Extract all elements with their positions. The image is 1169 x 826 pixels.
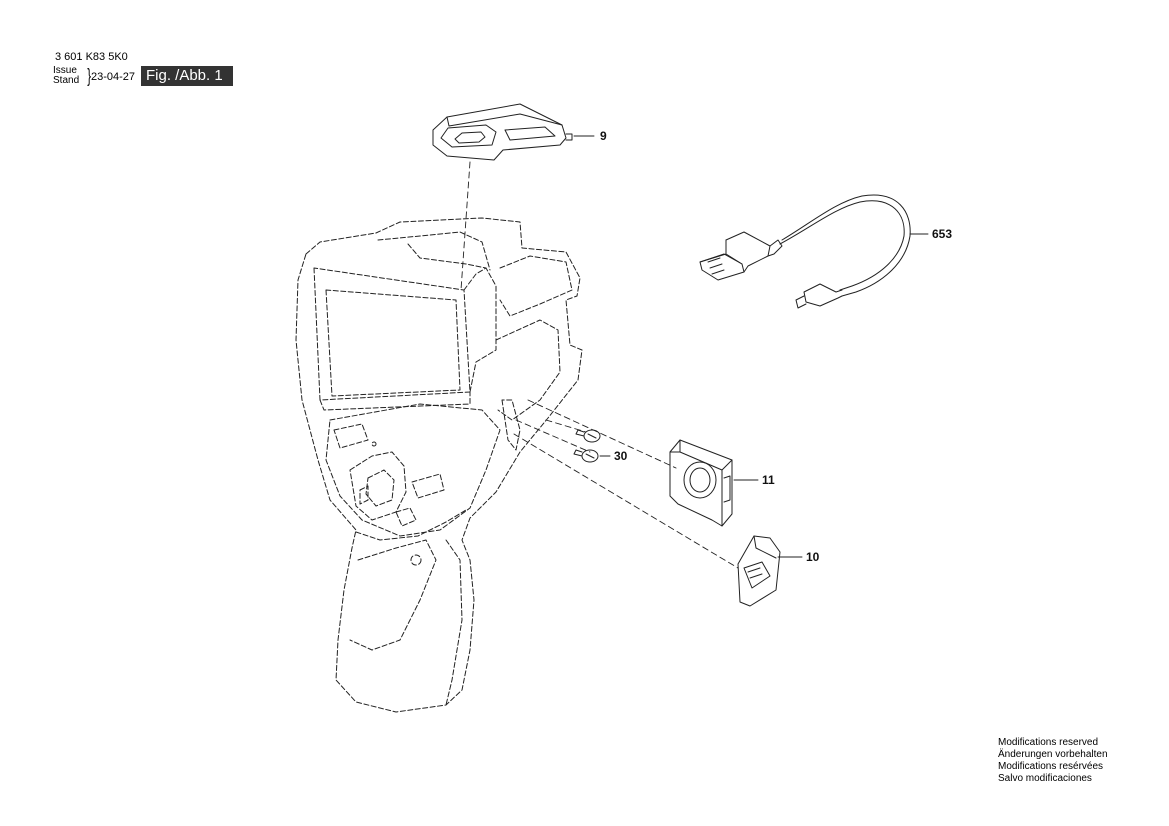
footer-line-de: Änderungen vorbehalten: [998, 749, 1108, 760]
issue-date: 23-04-27: [91, 71, 136, 83]
issue-labels: Issue Stand: [53, 66, 79, 86]
stand-label: Stand: [53, 75, 80, 86]
callout-9: 9: [600, 129, 607, 143]
part-9-cover-drawing: [432, 103, 573, 161]
footer-line-fr: Modifications resérvées: [998, 761, 1104, 772]
callout-11: 11: [762, 473, 775, 487]
callout-30: 30: [614, 449, 628, 463]
part-10-door-drawing: [737, 535, 781, 607]
footer-line-en: Modifications reserved: [998, 737, 1099, 748]
part-number: 3 601 K83 5K0: [55, 51, 128, 63]
part-11-frame-drawing: [669, 439, 733, 527]
device-housing-drawing: [295, 217, 583, 713]
issue-label: Issue: [53, 65, 77, 76]
brace-glyph: }: [87, 66, 92, 87]
figure-label: Fig. /Abb. 1: [141, 66, 233, 86]
part-653-cable-drawing: [699, 194, 911, 309]
callout-653: 653: [932, 227, 952, 241]
callout-10: 10: [806, 550, 820, 564]
leader-lines: [573, 135, 929, 558]
footer-line-es: Salvo modificaciones: [998, 773, 1092, 784]
part-30-screws-drawing: [573, 429, 601, 463]
footer-notice: Modifications reserved Änderungen vorbeh…: [998, 737, 1108, 785]
